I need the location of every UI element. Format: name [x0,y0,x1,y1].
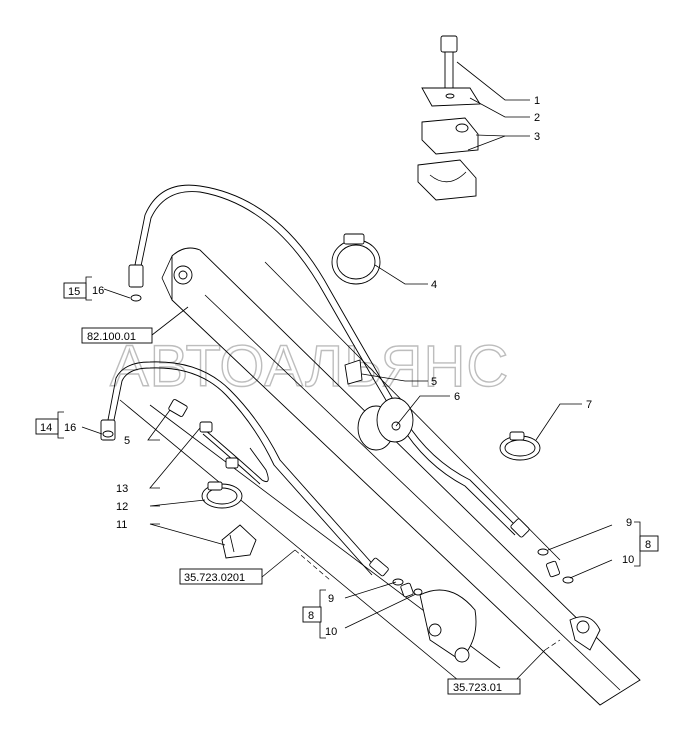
hose-short [107,361,379,576]
ref-8-right: 8 [645,539,651,551]
callout-3: 3 [534,131,540,143]
clamp-ring-6 [357,397,414,451]
callout-10-left: 10 [325,626,337,638]
ref-14: 14 [40,422,52,434]
bracket-11 [221,524,257,559]
callout-9-right: 9 [626,517,632,529]
callout-2: 2 [534,112,540,124]
bolt-clamp-assembly [417,35,481,201]
ref-15: 15 [68,286,80,298]
callout-10-right: 10 [622,554,634,566]
callout-5-upper: 5 [431,376,437,388]
bracket-5 [344,359,363,385]
pipe-small [202,429,269,485]
ref-35-723-0201: 35.723.0201 [184,572,245,584]
callout-1: 1 [534,95,540,107]
callout-6: 6 [454,391,460,403]
seals-adapters [392,548,574,598]
reference-boxes [35,282,659,695]
callout-13: 13 [116,483,128,495]
leader-lines [81,61,613,687]
callout-7: 7 [586,399,592,411]
ref-35-723-01: 35.723.01 [453,682,502,694]
callout-9-left: 9 [328,593,334,605]
callout-12: 12 [116,501,128,513]
fittings [100,264,530,577]
ref-82-100-01: 82.100.01 [87,331,136,343]
ref-8-left: 8 [308,610,314,622]
callout-5-lower: 5 [124,435,130,447]
callout-16-upper: 16 [92,285,104,297]
hose-clamp-7 [499,431,541,461]
callout-4: 4 [431,279,437,291]
hose-clamp-12 [201,481,243,509]
hydraulic-cylinder [119,261,601,691]
hose-long [134,184,521,536]
watermark-text: АВТОАЛЬЯНС [110,334,509,399]
hose-clamp-4 [331,233,381,285]
boom-beam [161,247,641,706]
callout-16-lower: 16 [64,422,76,434]
callout-11: 11 [116,519,127,531]
